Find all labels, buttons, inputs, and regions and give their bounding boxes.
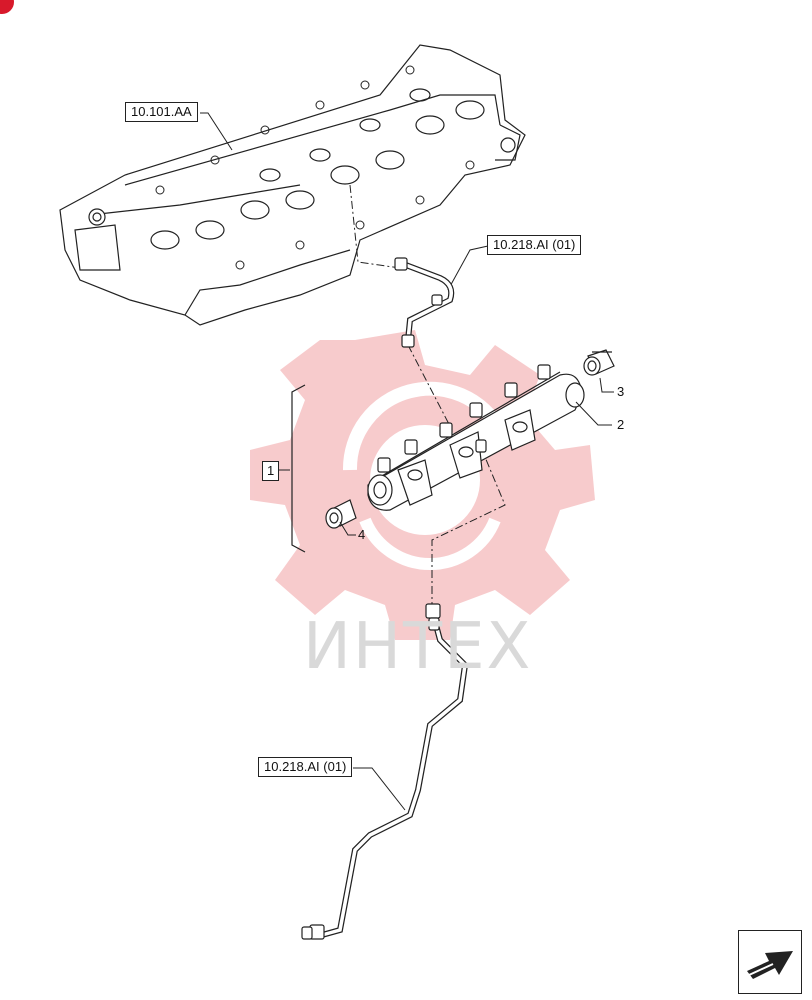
upper-pipe-ref-label[interactable]: 10.218.AI (01) — [487, 235, 582, 255]
arrow-icon — [747, 951, 793, 979]
plug-3 — [583, 349, 615, 376]
cylinder-head — [59, 44, 526, 326]
assembly-lines — [349, 184, 506, 605]
lower-pipe-ref-label[interactable]: 10.218.AI (01) — [258, 757, 353, 777]
fuel-rail — [367, 364, 585, 511]
plug-4 — [325, 499, 357, 529]
group-item-label: 1 — [262, 461, 280, 481]
group-bracket — [291, 384, 306, 553]
callout-4: 4 — [358, 527, 366, 542]
next-page-arrow-icon[interactable] — [738, 930, 802, 994]
lower-pipe — [301, 603, 469, 940]
callout-2: 2 — [617, 417, 625, 432]
callout-leaders — [339, 377, 614, 536]
upper-pipe — [394, 257, 455, 348]
leader-lines — [200, 112, 489, 811]
watermark-text: ИНТЕХ — [303, 610, 533, 684]
cylinder-head-ref-label[interactable]: 10.101.AA — [125, 102, 198, 122]
callout-3: 3 — [617, 384, 625, 399]
